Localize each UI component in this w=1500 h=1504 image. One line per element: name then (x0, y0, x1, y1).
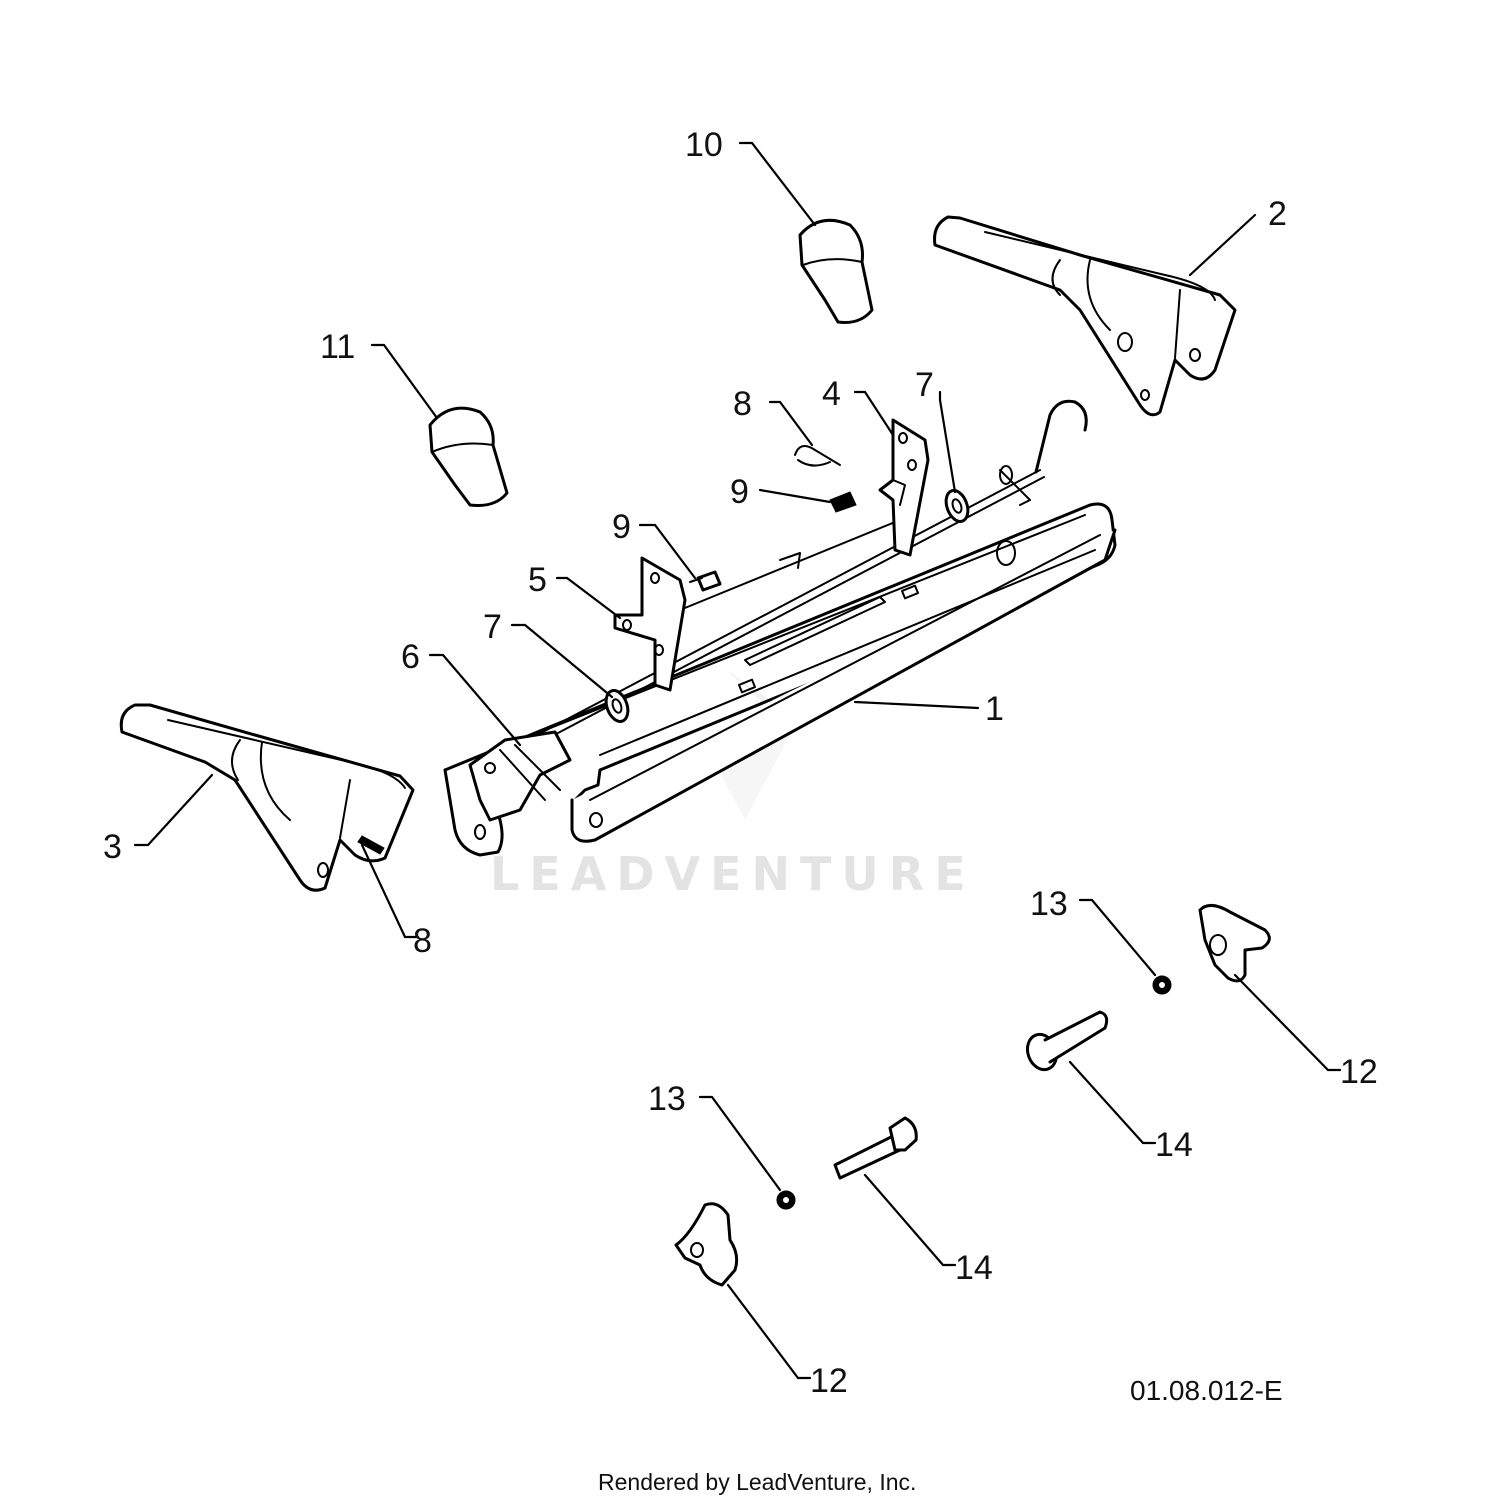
callout-1: 1 (985, 690, 1004, 728)
part-8-hairpin-clip (794, 445, 841, 467)
part-5-plate (613, 556, 687, 692)
callout-14-lower: 14 (955, 1249, 993, 1287)
shaft-rod (479, 399, 1088, 773)
part-12-star-knob-lower (674, 1202, 739, 1287)
part-14-bolt-lower (833, 1116, 918, 1180)
part-9-bolt-upper (829, 491, 857, 513)
callout-13-upper: 13 (1030, 885, 1068, 923)
callout-11: 11 (320, 328, 355, 366)
callout-4: 4 (822, 375, 841, 413)
part-12-star-knob-upper (1198, 904, 1271, 983)
part-10-knob (798, 218, 874, 324)
callout-8-upper: 8 (733, 385, 752, 423)
callout-9-upper: 9 (730, 473, 749, 511)
callout-10: 10 (685, 126, 723, 164)
callout-3: 3 (103, 828, 122, 866)
part-1-bracket (443, 502, 1117, 857)
callout-12-upper: 12 (1340, 1053, 1378, 1091)
callout-5: 5 (528, 561, 547, 599)
callout-13-lower: 13 (648, 1080, 686, 1118)
watermark-text: LEADVENTURE (490, 847, 976, 901)
part-13-nut-lower (776, 1190, 796, 1210)
callout-7-left: 7 (483, 608, 502, 646)
callout-9-lower: 9 (612, 508, 631, 546)
part-6-pivot-bracket (468, 730, 572, 822)
part-11-knob (428, 406, 509, 507)
callout-6: 6 (401, 638, 420, 676)
part-14-pin-upper (1025, 1010, 1109, 1072)
leader-lines (133, 141, 1342, 1380)
part-7-washer-left (604, 689, 630, 723)
callout-12-lower: 12 (810, 1362, 848, 1400)
part-4-plate (878, 418, 930, 557)
callout-2: 2 (1268, 195, 1287, 233)
diagram-code: 01.08.012-E (1130, 1375, 1283, 1406)
part-2-lever-right (933, 215, 1237, 417)
part-3-lever-left (119, 703, 415, 892)
part-7-washer-right (944, 489, 970, 523)
callout-7-right: 7 (915, 366, 934, 404)
part-9-bolt-lower (689, 570, 722, 592)
part-13-nut-upper (1152, 975, 1172, 995)
callout-14-upper: 14 (1155, 1126, 1193, 1164)
callout-8-lower: 8 (413, 922, 432, 960)
footer-credit: Rendered by LeadVenture, Inc. (598, 1469, 916, 1495)
